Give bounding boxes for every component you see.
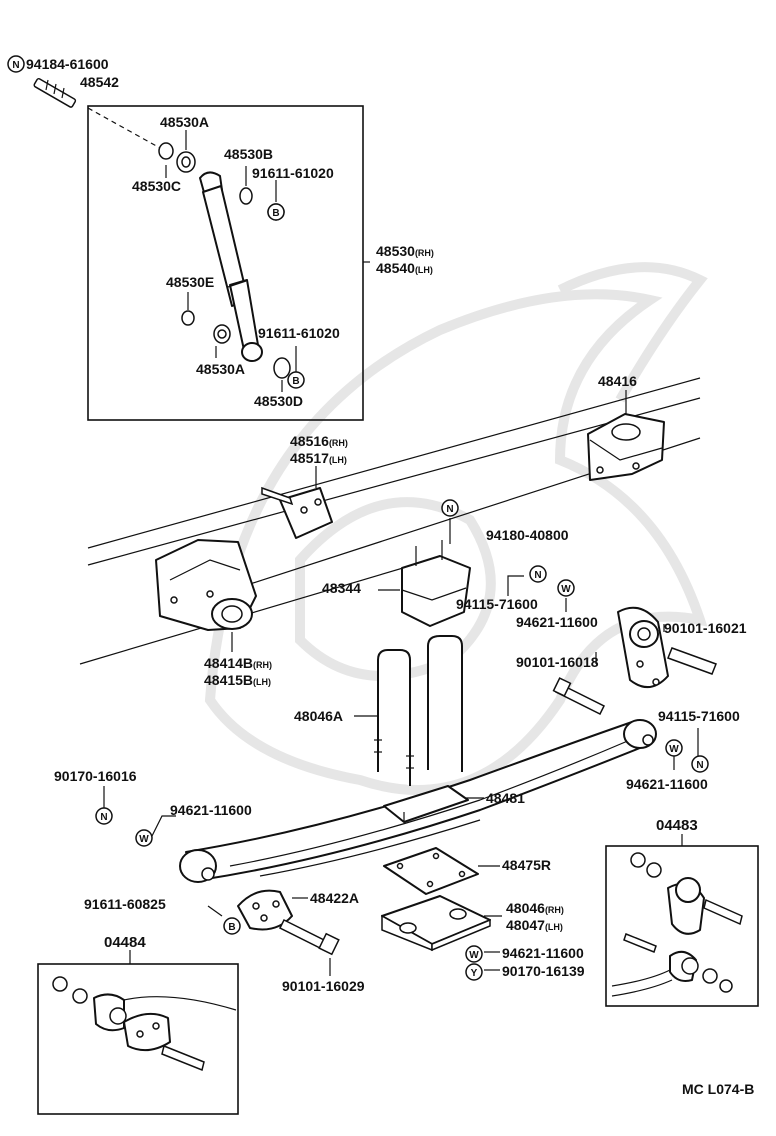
label-48530e: 48530E — [166, 274, 214, 290]
label-48422a: 48422A — [310, 890, 359, 906]
label-90101-16029: 90101-16029 — [282, 978, 365, 994]
bushing-48530e[interactable] — [181, 310, 195, 326]
label-48481: 48481 — [486, 790, 525, 806]
badge-w-94621-b: W — [665, 739, 683, 757]
label-48414b-rh: 48414B(RH) — [204, 655, 272, 671]
label-94621-11600-d: 94621-11600 — [502, 945, 584, 961]
frame-rails — [79, 377, 701, 665]
label-48517-lh: 48517(LH) — [290, 450, 347, 466]
label-48530b: 48530B — [224, 146, 273, 162]
badge-b-top: B — [267, 203, 285, 221]
spring-hanger-48414b[interactable] — [155, 539, 257, 631]
svg-text:W: W — [561, 584, 571, 595]
badge-b-bottom: B — [287, 371, 305, 389]
spring-plate-48475r[interactable] — [383, 847, 479, 895]
svg-text:N: N — [446, 504, 453, 515]
label-48516-rh: 48516(RH) — [290, 433, 348, 449]
label-94621-11600-b: 94621-11600 — [626, 776, 708, 792]
label-94184-61600: 94184-61600 — [26, 56, 109, 72]
label-94115-71600-a: 94115-71600 — [456, 596, 538, 612]
shock-absorber-frame — [87, 105, 364, 421]
badge-w-94621-d: W — [465, 945, 483, 963]
svg-text:N: N — [12, 60, 19, 71]
badge-n-94115-a: N — [529, 565, 547, 583]
label-48416: 48416 — [598, 373, 637, 389]
spring-seat-48046[interactable] — [381, 895, 491, 952]
label-48530a-top: 48530A — [160, 114, 209, 130]
label-94621-11600-c: 94621-11600 — [170, 802, 252, 818]
label-91611-61020-bottom: 91611-61020 — [258, 325, 340, 341]
inset-04483 — [605, 845, 759, 1007]
diagram-code: MC L074-B — [682, 1081, 754, 1097]
badge-b-91611-60825: B — [223, 917, 241, 935]
bushing-48530d[interactable] — [273, 357, 291, 379]
badge-w-94621-c: W — [135, 829, 153, 847]
watermark-crest — [204, 262, 708, 795]
svg-text:W: W — [469, 950, 479, 961]
svg-text:N: N — [100, 812, 107, 823]
badge-n-94180: N — [441, 499, 459, 517]
label-48415b-lh: 48415B(LH) — [204, 672, 271, 688]
svg-text:N: N — [696, 760, 703, 771]
bolt-90101-16018[interactable] — [552, 677, 606, 716]
svg-text:B: B — [228, 922, 235, 933]
label-48530d: 48530D — [254, 393, 303, 409]
label-90101-16018: 90101-16018 — [516, 654, 599, 670]
label-48344: 48344 — [322, 580, 361, 596]
label-48047-lh: 48047(LH) — [506, 917, 563, 933]
label-90170-16016: 90170-16016 — [54, 768, 137, 784]
label-90170-16139: 90170-16139 — [502, 963, 585, 979]
label-94621-11600-a: 94621-11600 — [516, 614, 598, 630]
spring-bracket-plate-48422a[interactable] — [237, 889, 293, 931]
svg-text:Y: Y — [471, 968, 478, 979]
label-48475r: 48475R — [502, 857, 551, 873]
u-bolt-48046a[interactable] — [374, 635, 463, 786]
bracket-48416[interactable] — [587, 413, 665, 481]
svg-text:W: W — [139, 834, 149, 845]
svg-text:W: W — [669, 744, 679, 755]
label-04484: 04484 — [104, 934, 146, 951]
label-91611-61020-top: 91611-61020 — [252, 165, 334, 181]
bushing-48530a-top[interactable] — [176, 151, 196, 173]
label-48540-lh: 48540(LH) — [376, 260, 433, 276]
label-94115-71600-b: 94115-71600 — [658, 708, 740, 724]
bracket-48516[interactable] — [261, 486, 333, 539]
badge-n-90170: N — [95, 807, 113, 825]
badge-n-94184: N — [7, 55, 25, 73]
label-48046-rh: 48046(RH) — [506, 900, 564, 916]
label-91611-60825: 91611-60825 — [84, 896, 166, 912]
bump-stopper-48344[interactable] — [401, 540, 471, 627]
spring-shackle[interactable] — [617, 606, 717, 688]
label-90101-16021: 90101-16021 — [664, 620, 747, 636]
label-94180-40800: 94180-40800 — [486, 527, 569, 543]
label-48542: 48542 — [80, 74, 119, 90]
bushing-48530a-bottom[interactable] — [213, 324, 231, 344]
label-48530c: 48530C — [132, 178, 181, 194]
bushing-48530b[interactable] — [239, 187, 253, 205]
label-04483: 04483 — [656, 817, 698, 834]
badge-w-94621-a: W — [557, 579, 575, 597]
bushing-48530c[interactable] — [158, 142, 174, 160]
shock-absorber[interactable] — [199, 171, 263, 362]
spring-seat-48481[interactable] — [383, 785, 469, 823]
label-48530a-bottom: 48530A — [196, 361, 245, 377]
badge-y-90170: Y — [465, 963, 483, 981]
label-48530-rh: 48530(RH) — [376, 243, 434, 259]
svg-text:N: N — [534, 570, 541, 581]
bolt-90101-16029[interactable] — [278, 918, 340, 956]
bolt-48542[interactable] — [33, 77, 77, 108]
svg-text:B: B — [292, 376, 299, 387]
svg-text:B: B — [272, 208, 279, 219]
inset-04484 — [37, 963, 239, 1115]
badge-n-94115-b: N — [691, 755, 709, 773]
label-48046a: 48046A — [294, 708, 343, 724]
